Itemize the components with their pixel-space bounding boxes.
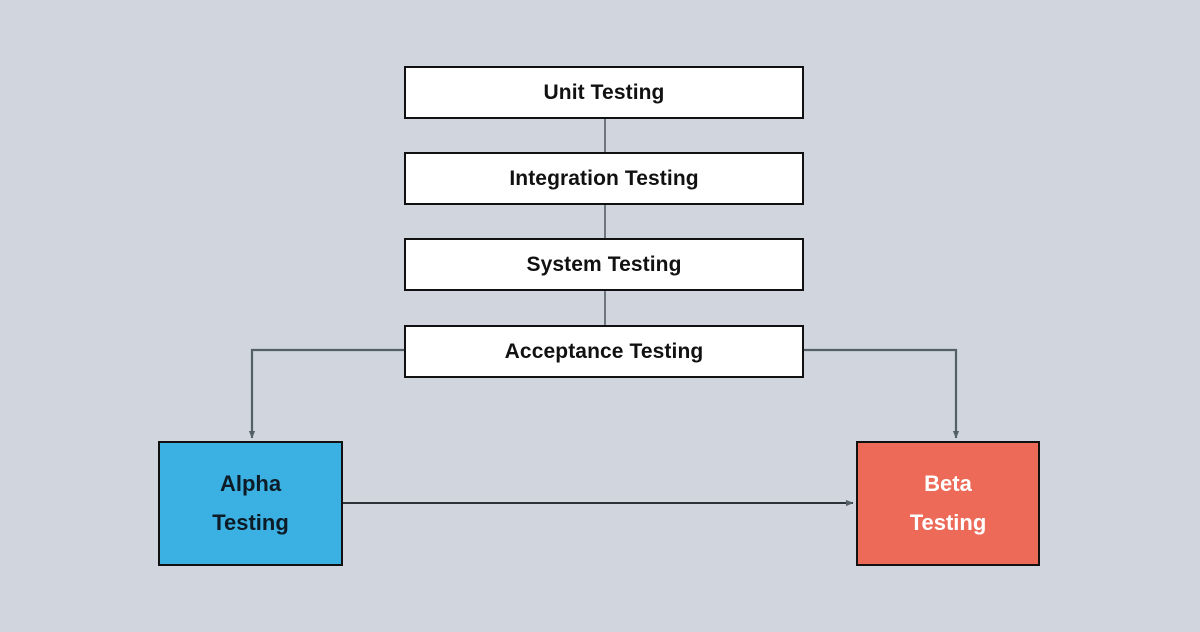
node-system-testing[interactable]: System Testing	[404, 238, 804, 291]
node-acceptance-testing-label: Acceptance Testing	[504, 339, 704, 363]
node-unit-testing[interactable]: Unit Testing	[404, 66, 804, 119]
node-beta-testing-label: Beta Testing	[909, 471, 987, 535]
edge-acceptance-to-alpha	[248, 348, 404, 439]
node-system-testing-label: System Testing	[526, 252, 682, 276]
node-alpha-testing-label: Alpha Testing	[212, 471, 289, 535]
node-unit-testing-label: Unit Testing	[543, 80, 665, 104]
node-beta-testing[interactable]: Beta Testing	[856, 441, 1040, 566]
node-integration-testing[interactable]: Integration Testing	[404, 152, 804, 205]
node-acceptance-testing[interactable]: Acceptance Testing	[404, 325, 804, 378]
node-alpha-testing[interactable]: Alpha Testing	[158, 441, 343, 566]
edge-acceptance-to-beta	[804, 348, 960, 439]
node-integration-testing-label: Integration Testing	[509, 166, 699, 190]
